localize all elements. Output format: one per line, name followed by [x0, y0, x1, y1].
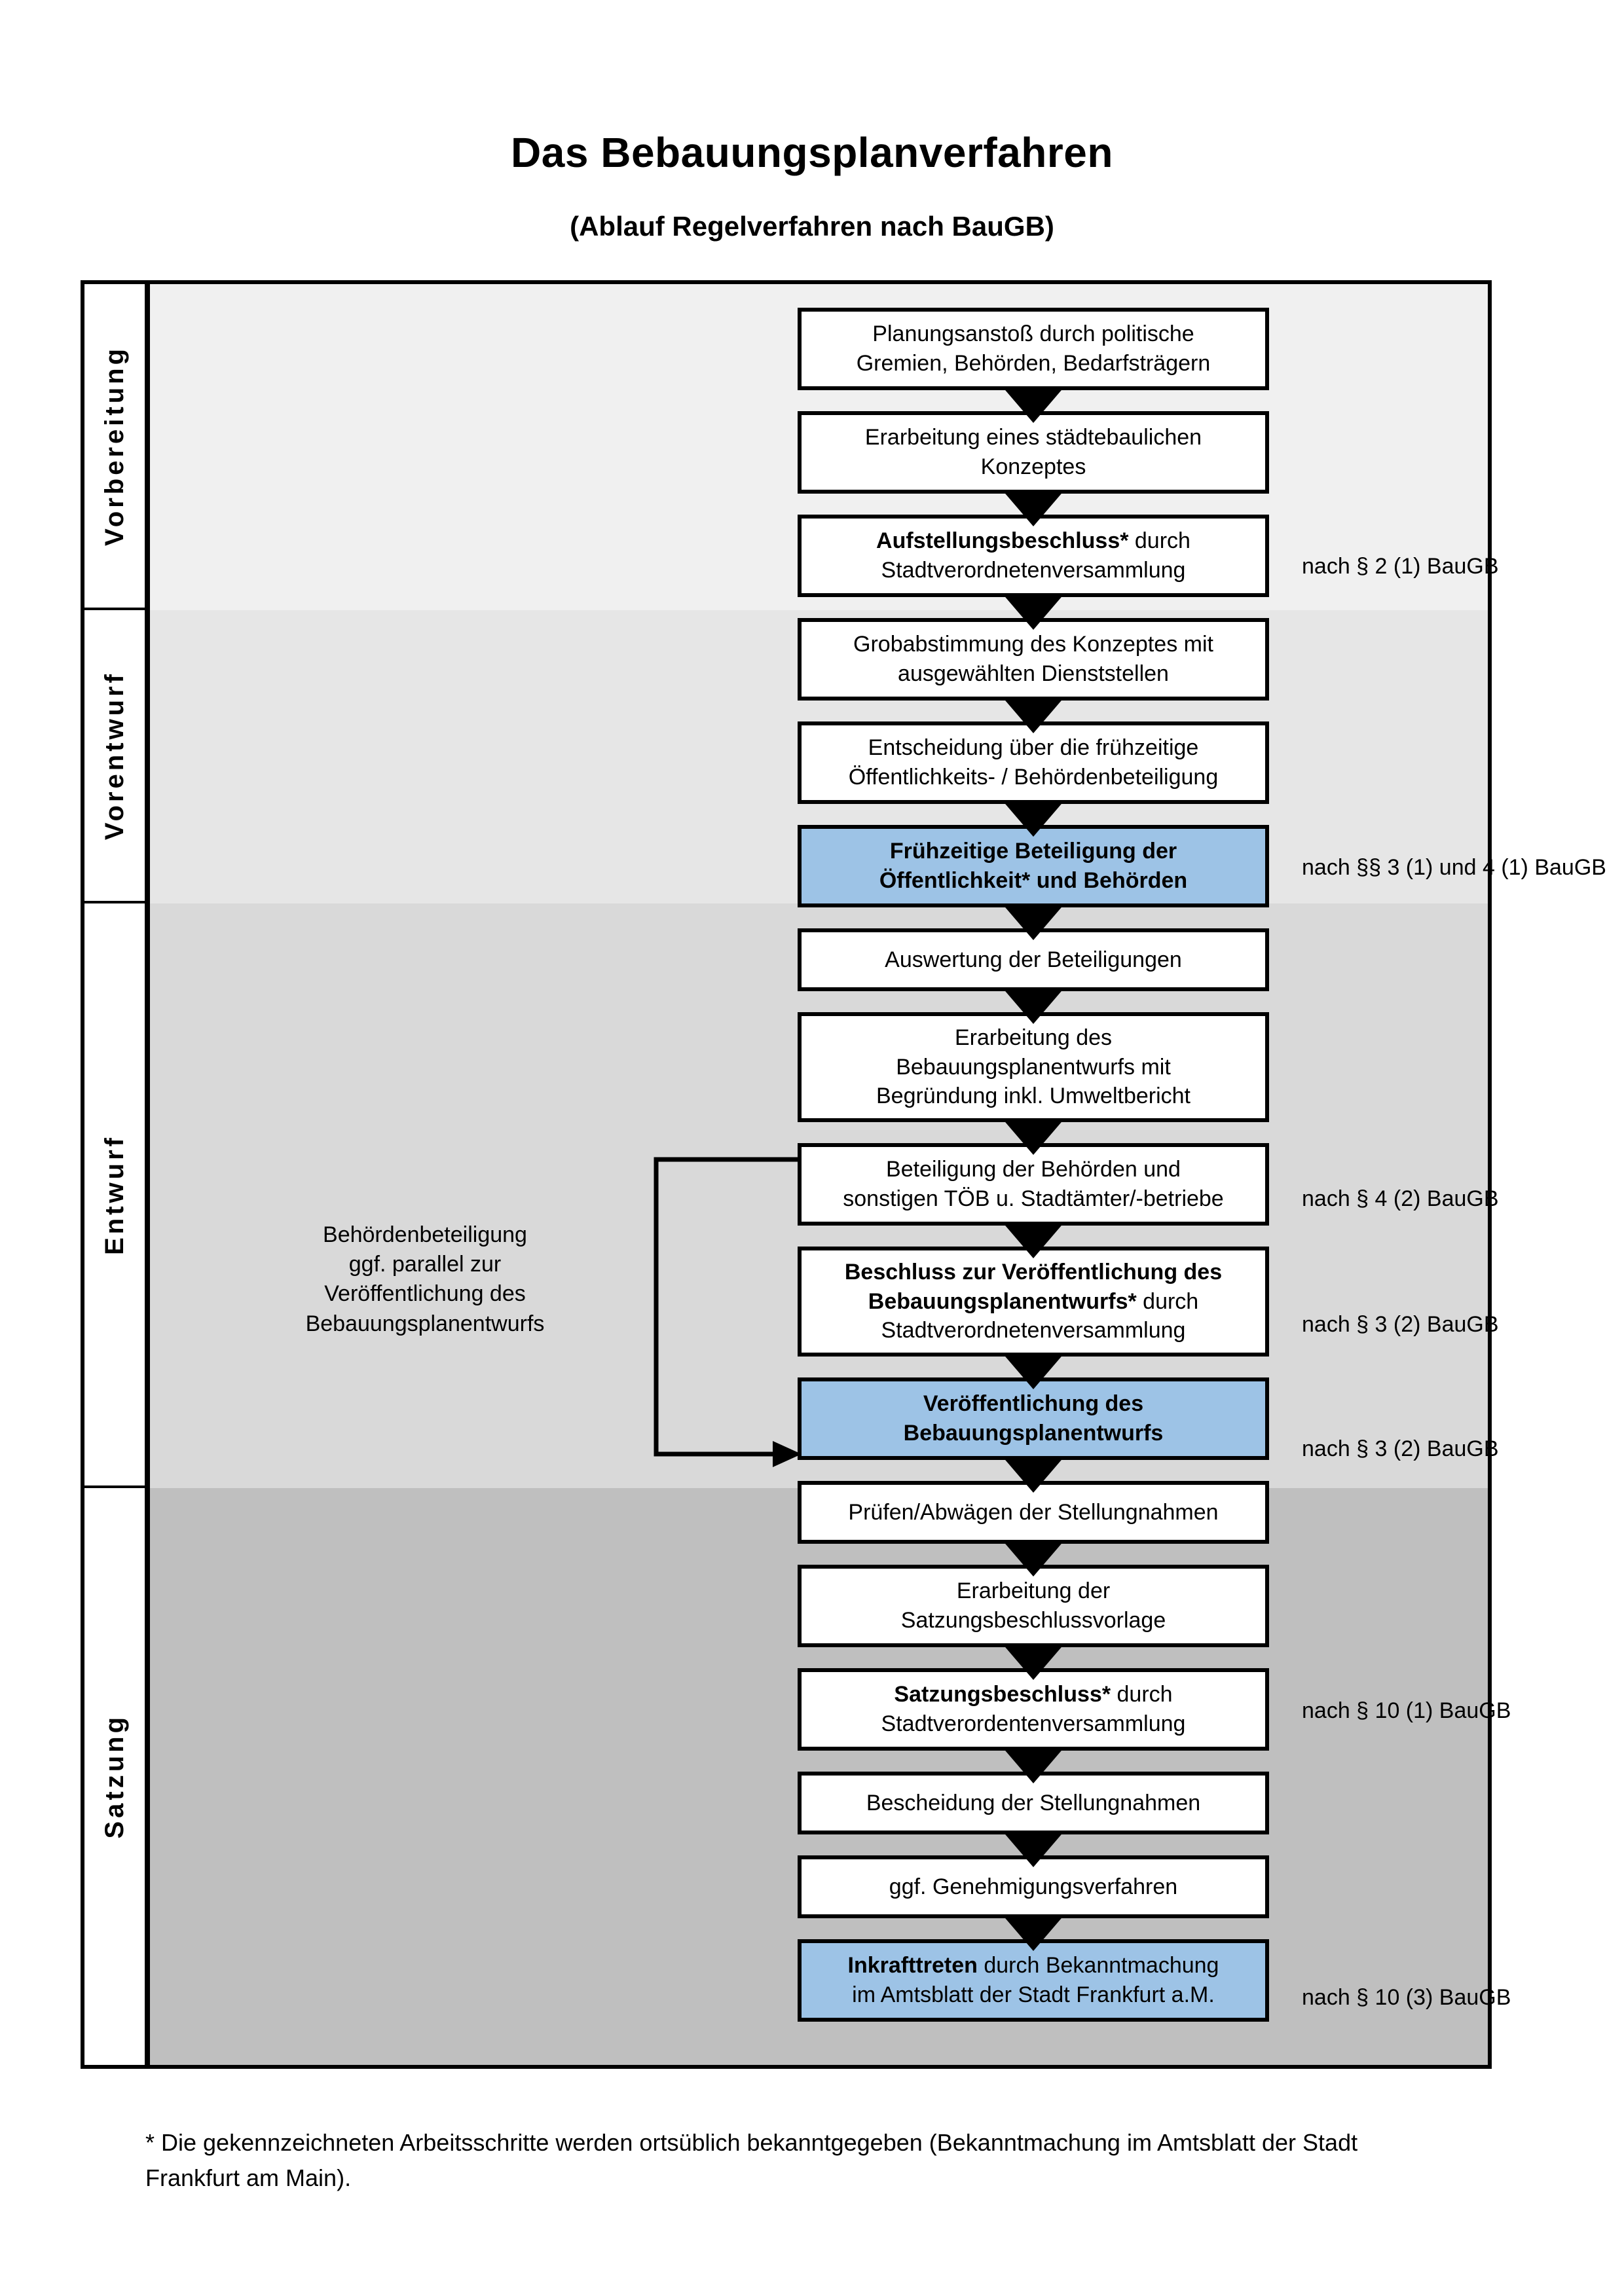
phase-label-text: Entwurf [100, 1134, 129, 1255]
step-line: Erarbeitung eines städtebaulichen [864, 425, 1202, 450]
footnote-line: Frankfurt am Main). [145, 2164, 352, 2191]
step-line: Konzeptes [980, 454, 1086, 479]
step-line: Bebauungsplanentwurfs [903, 1421, 1164, 1446]
step-line: Prüfen/Abwägen der Stellungnahmen [848, 1499, 1219, 1525]
phase-label-satzung: Satzung [84, 1488, 145, 2065]
legal-ref-par4-2: nach § 4 (2) BauGB [1302, 1186, 1499, 1211]
step-line: Planungsanstoß durch politische [872, 321, 1194, 347]
step-line: Satzungsbeschluss* durch [894, 1680, 1172, 1709]
step-bold: Bebauungsplanentwurfs* [868, 1288, 1137, 1314]
step-line: Erarbeitung der [956, 1578, 1111, 1604]
step-line: Erarbeitung des [954, 1025, 1113, 1050]
arrow-down-icon [1002, 1118, 1065, 1155]
step-line: im Amtsblatt der Stadt Frankfurt a.M. [852, 1982, 1215, 2007]
arrow-down-icon [1002, 1914, 1065, 1951]
step-line: Grobabstimmung des Konzeptes mit [853, 632, 1213, 657]
step-line: Öffentlichkeit* und Behörden [879, 868, 1188, 893]
step-planungsanstoss[interactable]: Planungsanstoß durch politische Gremien,… [798, 308, 1269, 390]
arrow-down-icon [1002, 1456, 1065, 1493]
parallel-note-line: Bebauungsplanentwurfs [305, 1311, 545, 1336]
step-line: Bebauungsplanentwurfs mit [896, 1054, 1171, 1080]
step-entscheidung-fruehzeitige[interactable]: Entscheidung über die frühzeitige Öffent… [798, 721, 1269, 804]
step-aufstellungsbeschluss[interactable]: Aufstellungsbeschluss* durch Stadtverord… [798, 515, 1269, 597]
arrow-down-icon [1002, 987, 1065, 1024]
step-rest: durch [1128, 528, 1190, 554]
parallel-note-line: Veröffentlichung des [324, 1281, 526, 1307]
step-line: sonstigen TÖB u. Stadtämter/-betriebe [843, 1186, 1224, 1211]
step-line: Satzungsbeschlussvorlage [900, 1608, 1166, 1633]
step-line: ggf. Genehmigungsverfahren [889, 1874, 1178, 1899]
arrow-down-icon [1002, 697, 1065, 733]
arrow-down-icon [1002, 1353, 1065, 1389]
legal-ref-par10-3: nach § 10 (3) BauGB [1302, 1985, 1511, 2010]
step-grobabstimmung[interactable]: Grobabstimmung des Konzeptes mit ausgewä… [798, 618, 1269, 701]
page-title: Das Bebauungsplanverfahren [511, 129, 1113, 176]
step-line: Frühzeitige Beteiligung der [889, 839, 1177, 864]
arrow-down-icon [1002, 1222, 1065, 1258]
step-erarbeitung-entwurf[interactable]: Erarbeitung des Bebauungsplanentwurfs mi… [798, 1012, 1269, 1122]
legal-ref-par10-1: nach § 10 (1) BauGB [1302, 1698, 1511, 1723]
step-line: Stadtverordnetenversammlung [881, 1318, 1186, 1343]
footnote-line: * Die gekennzeichneten Arbeitsschritte w… [145, 2129, 1358, 2156]
step-line: Inkrafttreten durch Bekanntmachung [848, 1951, 1219, 1980]
phase-label-text: Satzung [100, 1714, 129, 1839]
step-bold: Aufstellungsbeschluss* [876, 528, 1129, 554]
parallel-branch-connector [654, 1157, 802, 1467]
step-line: Bebauungsplanentwurfs* durch [868, 1287, 1198, 1317]
page-subtitle: (Ablauf Regelverfahren nach BauGB) [570, 211, 1054, 242]
step-line: Beschluss zur Veröffentlichung des [845, 1258, 1222, 1287]
legal-ref-par3-2-a: nach § 3 (2) BauGB [1302, 1312, 1499, 1337]
phase-label-column: Vorbereitung Vorentwurf Entwurf Satzung [84, 284, 150, 2065]
legal-ref-par3-2-b: nach § 3 (2) BauGB [1302, 1436, 1499, 1461]
step-line: Entscheidung über die frühzeitige [868, 735, 1199, 761]
step-line: Gremien, Behörden, Bedarfsträgern [856, 351, 1211, 376]
phase-label-vorentwurf: Vorentwurf [84, 610, 145, 903]
step-rest: durch [1136, 1288, 1199, 1314]
legal-ref-par3-1-4-1: nach §§ 3 (1) und 4 (1) BauGB [1302, 855, 1606, 880]
step-line: Begründung inkl. Umweltbericht [876, 1084, 1191, 1109]
parallel-note-line: Behördenbeteiligung [323, 1222, 527, 1247]
arrow-down-icon [1002, 490, 1065, 526]
step-line: Veröffentlichung des [923, 1391, 1144, 1417]
arrow-down-icon [1002, 593, 1065, 630]
step-line: Bescheidung der Stellungnahmen [866, 1790, 1201, 1815]
step-bold: Beschluss zur Veröffentlichung des [844, 1259, 1223, 1285]
arrow-down-icon [1002, 800, 1065, 837]
arrow-down-icon [1002, 1747, 1065, 1783]
step-fruehzeitige-beteiligung[interactable]: Frühzeitige Beteiligung der Öffentlichke… [798, 825, 1269, 907]
arrow-down-icon [1002, 1831, 1065, 1867]
step-bold: Inkrafttreten [847, 1953, 978, 1978]
footnote: * Die gekennzeichneten Arbeitsschritte w… [145, 2125, 1494, 2196]
step-line: Stadtverordentenversammlung [881, 1711, 1186, 1736]
arrow-down-icon [1002, 1540, 1065, 1576]
flowchart-frame: Vorbereitung Vorentwurf Entwurf Satzung … [81, 280, 1606, 2069]
step-veroeffentlichung-entwurf[interactable]: Veröffentlichung des Bebauungsplanentwur… [798, 1377, 1269, 1460]
parallel-note-line: ggf. parallel zur [348, 1252, 502, 1277]
step-beschluss-veroeffentlichung[interactable]: Beschluss zur Veröffentlichung des Bebau… [798, 1247, 1269, 1357]
arrow-down-icon [1002, 903, 1065, 940]
step-rest: durch [1111, 1682, 1173, 1707]
step-line: Beteiligung der Behörden und [886, 1157, 1181, 1182]
phase-label-vorbereitung: Vorbereitung [84, 284, 145, 610]
step-line: ausgewählten Dienststellen [898, 661, 1169, 686]
phase-label-entwurf: Entwurf [84, 903, 145, 1488]
legal-ref-par2-1: nach § 2 (1) BauGB [1302, 554, 1499, 579]
step-line: Stadtverordnetenversammlung [881, 558, 1186, 583]
step-line: Aufstellungsbeschluss* durch [876, 526, 1190, 556]
arrow-down-icon [1002, 386, 1065, 423]
step-satzungsbeschlussvorlage[interactable]: Erarbeitung der Satzungsbeschlussvorlage [798, 1565, 1269, 1647]
step-staedtebauliches-konzept[interactable]: Erarbeitung eines städtebaulichen Konzep… [798, 411, 1269, 494]
step-line: Öffentlichkeits- / Behördenbeteiligung [848, 765, 1219, 790]
flowchart-content: Planungsanstoß durch politische Gremien,… [84, 284, 1606, 2065]
phase-label-text: Vorentwurf [100, 670, 129, 841]
step-inkrafttreten[interactable]: Inkrafttreten durch Bekanntmachung im Am… [798, 1939, 1269, 2022]
step-line: Auswertung der Beteiligungen [885, 947, 1182, 972]
step-bold: Satzungsbeschluss* [894, 1682, 1111, 1707]
step-rest: durch Bekanntmachung [977, 1953, 1219, 1978]
step-satzungsbeschluss[interactable]: Satzungsbeschluss* durch Stadtverordente… [798, 1668, 1269, 1751]
parallel-note: Behördenbeteiligung ggf. parallel zur Ve… [271, 1220, 579, 1339]
phase-label-text: Vorbereitung [100, 346, 129, 546]
arrow-down-icon [1002, 1643, 1065, 1680]
step-beteiligung-behoerden[interactable]: Beteiligung der Behörden und sonstigen T… [798, 1143, 1269, 1226]
